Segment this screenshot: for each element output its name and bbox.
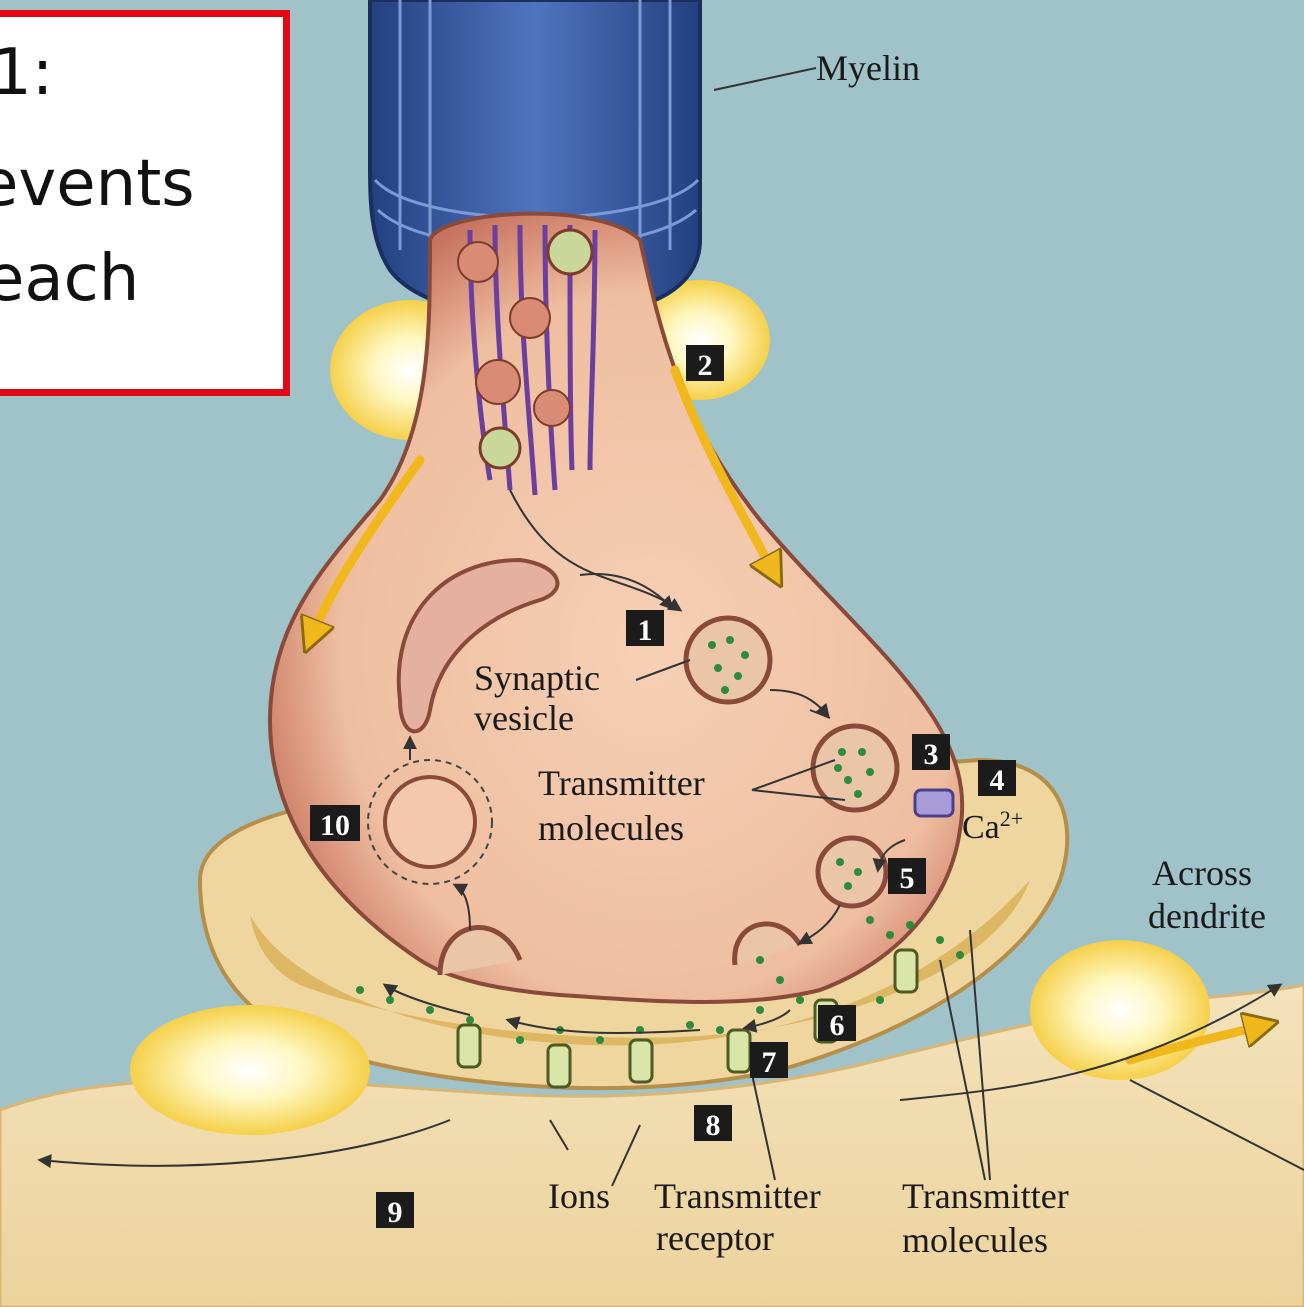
svg-text:6: 6	[830, 1009, 845, 1042]
step-7: 7	[750, 1042, 788, 1079]
svg-text:8: 8	[706, 1109, 721, 1142]
callout-line-2: events	[0, 152, 195, 216]
svg-text:2: 2	[698, 349, 713, 382]
svg-text:1: 1	[638, 614, 653, 647]
label-transmitter-molecules-top-2: molecules	[538, 808, 684, 848]
step-10: 10	[310, 805, 360, 842]
svg-text:4: 4	[990, 764, 1005, 797]
label-synaptic-vesicle-2: vesicle	[474, 698, 574, 738]
label-across-dendrite-2: dendrite	[1148, 896, 1266, 936]
label-transmitter-molecules-top-1: Transmitter	[538, 763, 705, 803]
label-synaptic-vesicle-1: Synaptic	[474, 658, 600, 698]
svg-text:5: 5	[900, 862, 915, 895]
label-transmitter-receptor-2: receptor	[656, 1218, 774, 1258]
label-across-dendrite-1: Across	[1152, 853, 1252, 893]
step-9: 9	[376, 1192, 414, 1229]
label-transmitter-molecules-bottom-1: Transmitter	[902, 1176, 1069, 1216]
callout-line-3: each	[0, 247, 139, 311]
callout-box: 1: events each	[0, 10, 290, 396]
label-myelin: Myelin	[816, 48, 920, 88]
step-4: 4	[978, 760, 1016, 797]
step-8: 8	[694, 1105, 732, 1142]
step-3: 3	[912, 734, 950, 771]
svg-text:9: 9	[388, 1196, 403, 1229]
label-transmitter-receptor-1: Transmitter	[654, 1176, 821, 1216]
svg-text:7: 7	[762, 1046, 777, 1079]
label-ions: Ions	[548, 1176, 610, 1216]
step-6: 6	[818, 1005, 856, 1042]
label-transmitter-molecules-bottom-2: molecules	[902, 1220, 1048, 1260]
calcium-channel	[915, 790, 953, 816]
svg-text:10: 10	[320, 809, 350, 842]
step-2: 2	[686, 345, 724, 382]
callout-line-1: 1:	[0, 41, 53, 105]
svg-text:3: 3	[924, 738, 939, 771]
step-1: 1	[626, 610, 664, 647]
step-5: 5	[888, 858, 926, 895]
